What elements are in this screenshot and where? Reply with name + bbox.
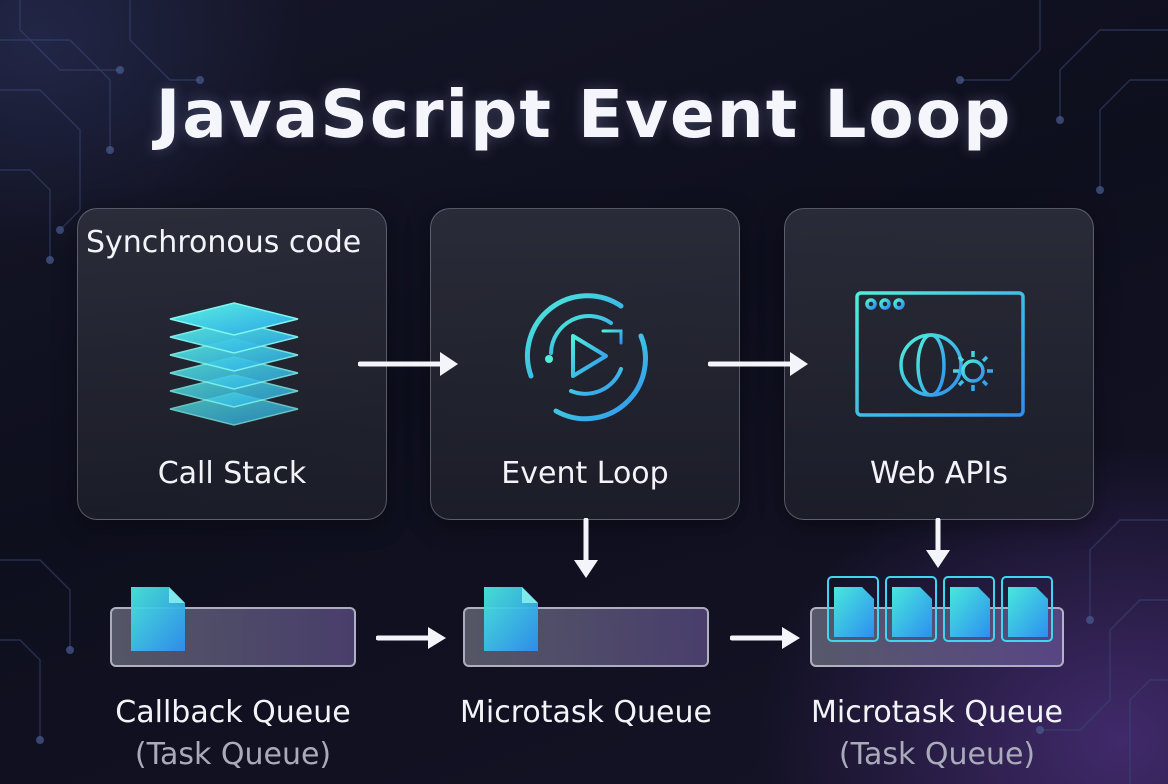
web-apis-card: Web APIs — [784, 208, 1094, 520]
browser-globe-gear-icon — [855, 291, 1025, 417]
callback-queue-sublabel: (Task Queue) — [134, 737, 332, 772]
call-stack-label: Call Stack — [157, 456, 307, 491]
task-document-icon — [131, 587, 185, 651]
arrow-right-icon — [730, 627, 800, 649]
arrow-down-icon — [574, 518, 598, 578]
arrow-right-icon — [358, 352, 458, 376]
stack-layers-icon — [169, 302, 299, 426]
loop-play-icon — [525, 293, 648, 422]
web-apis-label: Web APIs — [869, 456, 1009, 491]
microtask-queue-label-group: Microtask Queue — [426, 692, 746, 734]
callback-queue-label-group: Callback Queue (Task Queue) — [73, 692, 393, 776]
page-title: JavaScript Event Loop — [155, 76, 1013, 153]
arrow-right-icon — [376, 627, 446, 649]
arrow-down-icon — [926, 518, 950, 568]
arrow-right-icon — [708, 352, 808, 376]
event-loop-card: Event Loop — [430, 208, 740, 520]
microtask-queue-2-sublabel: (Task Queue) — [838, 737, 1036, 772]
synchronous-code-label: Synchronous code — [86, 225, 362, 260]
task-documents-icon — [827, 576, 1053, 642]
callback-queue-label: Callback Queue — [115, 695, 351, 730]
task-document-icon — [484, 587, 538, 651]
microtask-queue-2-label-group: Microtask Queue (Task Queue) — [777, 692, 1097, 776]
call-stack-card: Synchronous code Call Stack — [77, 208, 387, 520]
microtask-queue-label: Microtask Queue — [460, 695, 712, 730]
microtask-queue-2-label: Microtask Queue — [811, 695, 1063, 730]
event-loop-label: Event Loop — [501, 456, 669, 491]
